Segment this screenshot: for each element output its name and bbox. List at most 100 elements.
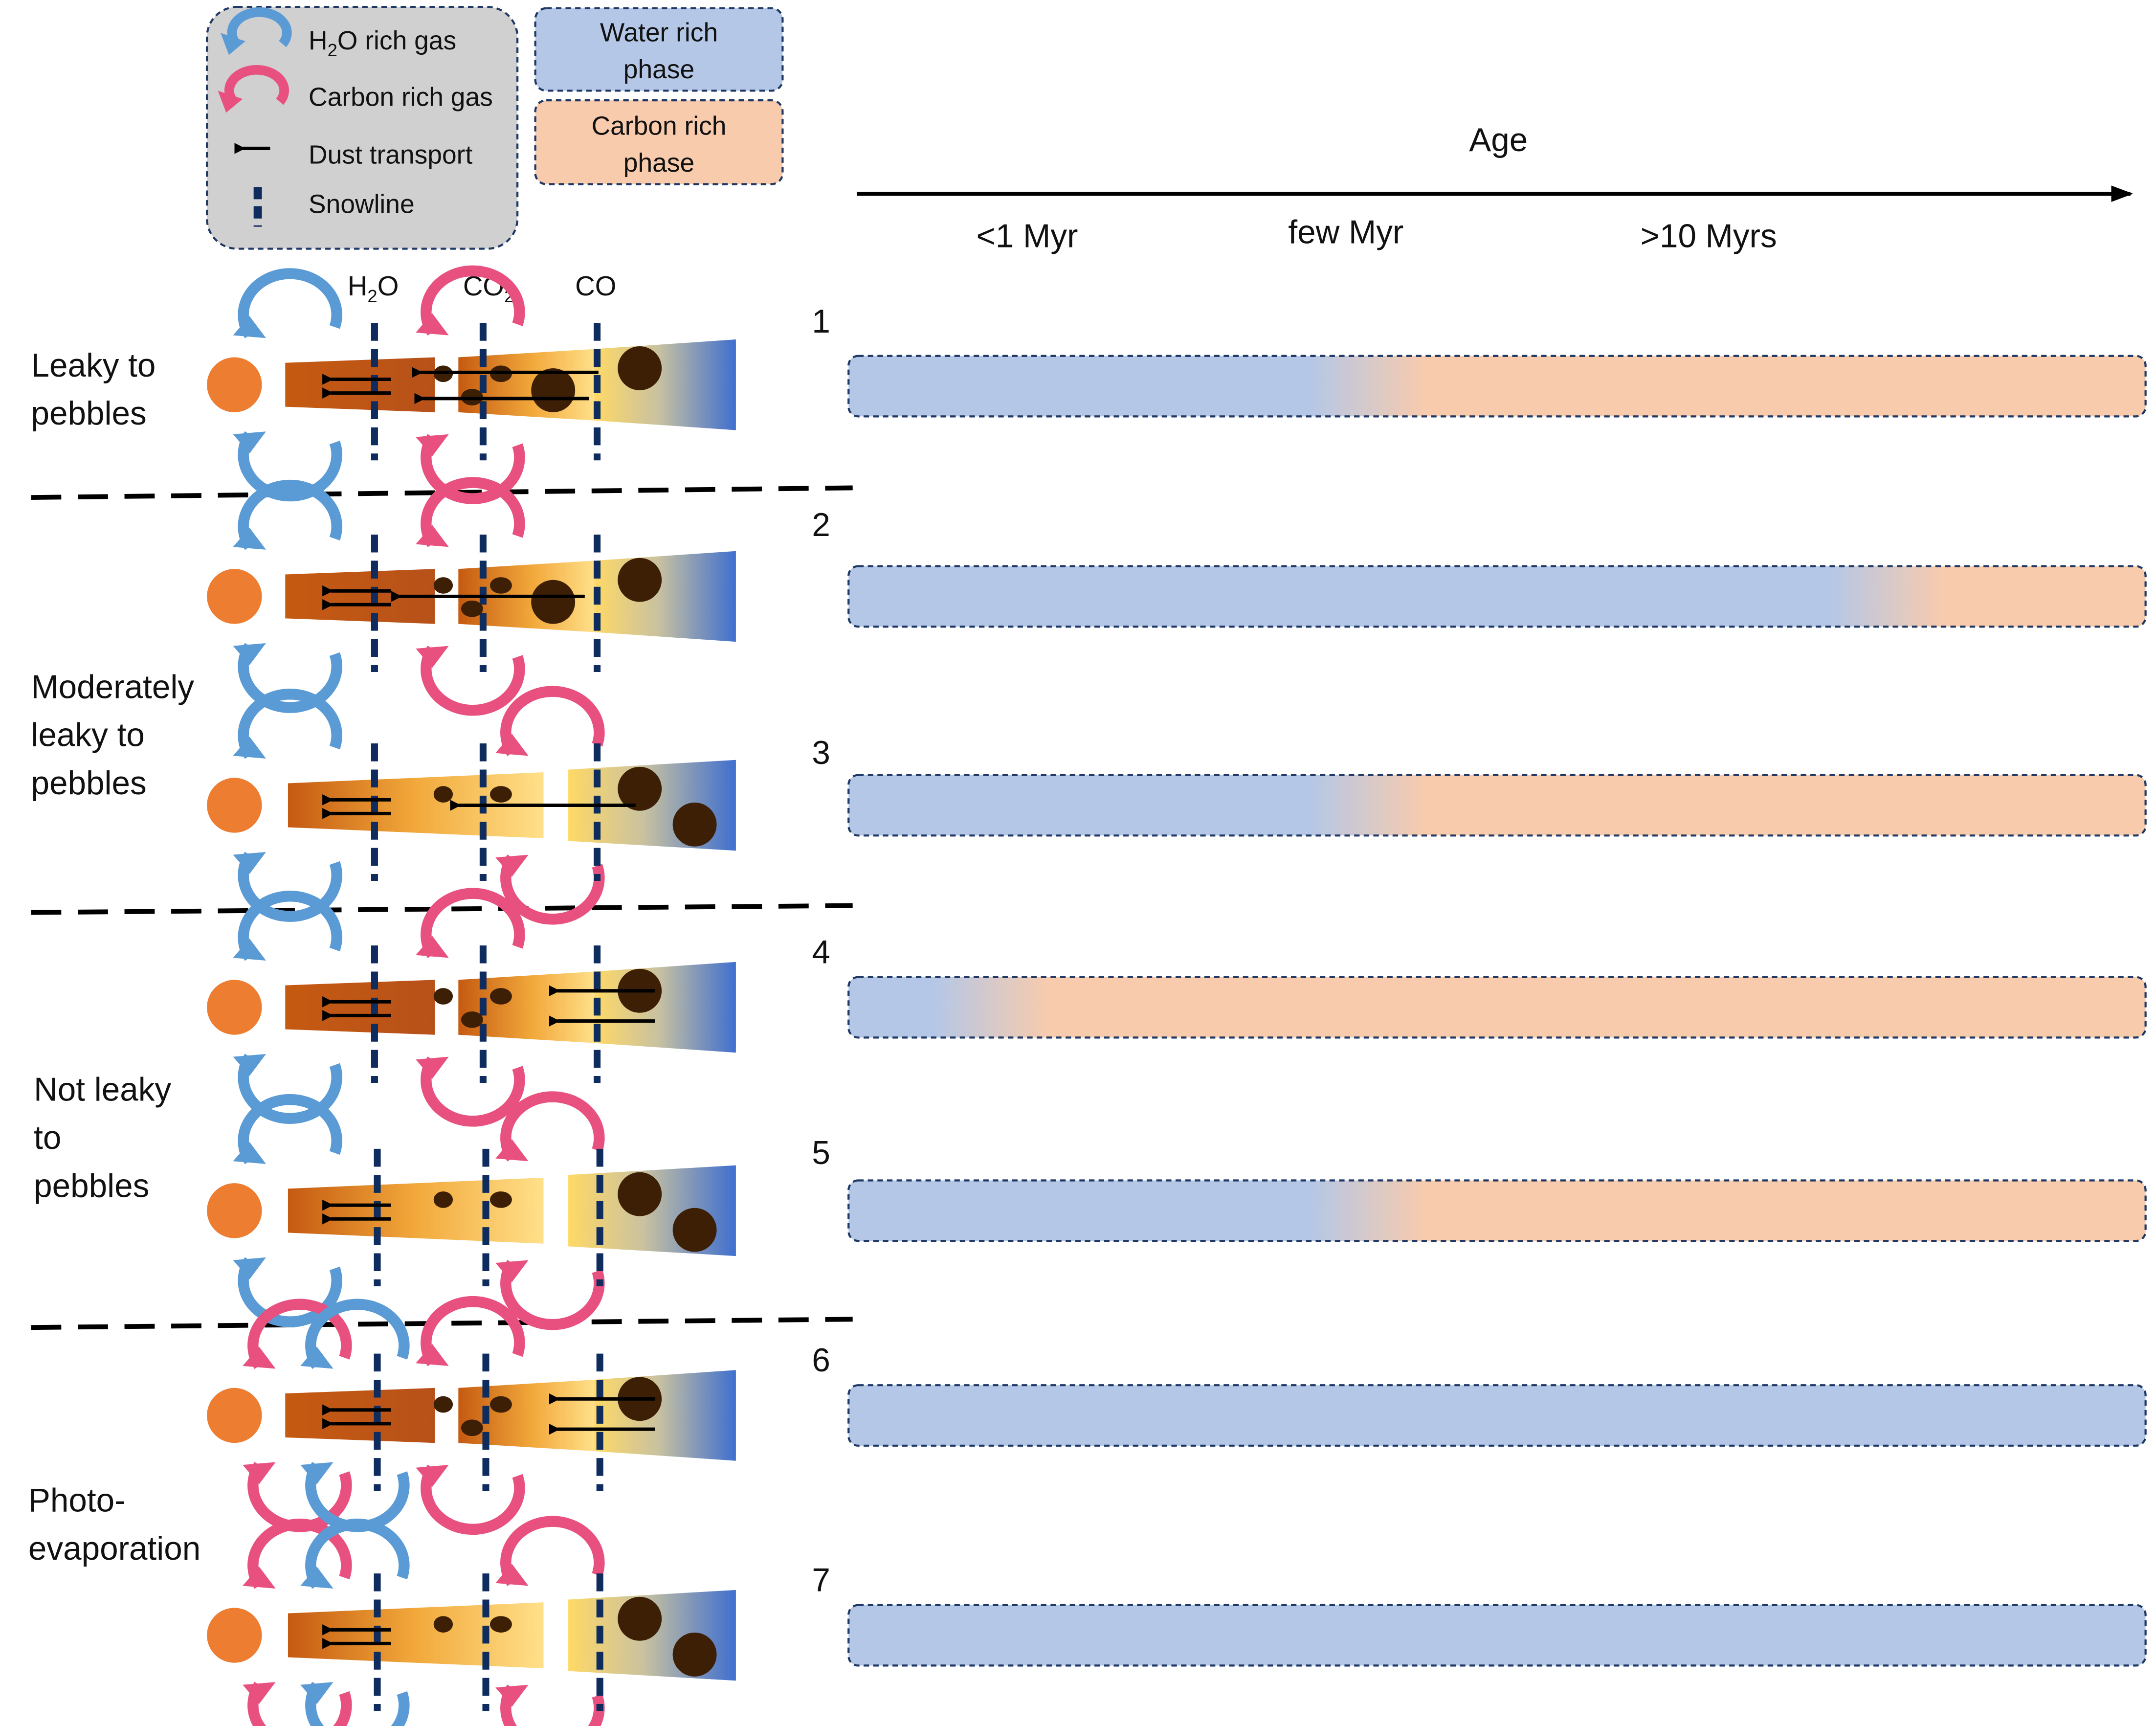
pebble — [618, 558, 662, 602]
middle-disk — [458, 1379, 595, 1452]
star-icon — [207, 1388, 262, 1443]
h2o-gas-loop-head — [233, 643, 266, 665]
age-axis: Age <1 Myr few Myr >10 Myrs — [857, 122, 2134, 255]
scenario-number: 6 — [812, 1342, 830, 1379]
phase-bar — [847, 774, 2147, 837]
disk-sketch-6 — [207, 1296, 736, 1535]
carbon-gas-loop — [421, 888, 525, 958]
carbon-gas-loop — [247, 1299, 352, 1369]
water-phase-label-line2: phase — [623, 55, 694, 84]
carbon-gas-loop-head — [243, 1567, 276, 1589]
pebble — [433, 786, 453, 803]
inner-disk — [288, 1177, 544, 1244]
carbon-gas-loop-head — [243, 1462, 276, 1484]
carbon-gas-loop-head — [416, 313, 449, 336]
group-label-moderate: pebbles — [31, 765, 146, 802]
co-snowline-header: CO — [575, 270, 616, 301]
pebble — [672, 1208, 717, 1252]
phase-bar — [847, 1604, 2147, 1667]
carbon-gas-loop — [500, 1091, 605, 1162]
h2o-gas-loop — [238, 1054, 342, 1124]
carbon-gas-loop — [500, 1684, 605, 1726]
inner-disk — [285, 980, 435, 1035]
legend-box — [206, 5, 519, 250]
carbon-gas-loop — [500, 854, 605, 925]
outer-disk — [594, 339, 736, 430]
disk-sketch-3 — [207, 686, 736, 925]
group-label-moderate: Moderately — [31, 669, 194, 705]
h2o-gas-loop-head — [233, 527, 266, 550]
h2o-gas-loop — [238, 891, 342, 961]
star-icon — [207, 357, 262, 412]
age-tick-label: few Myr — [1288, 214, 1403, 250]
h2o-gas-loop-head — [233, 1257, 266, 1279]
group-label-photoevaporation: evaporation — [28, 1530, 200, 1567]
h2o-gas-loop — [305, 1681, 410, 1726]
carbon-gas-loop-head — [416, 525, 449, 547]
disk-sketch-5 — [207, 1091, 736, 1330]
carbon-gas-loop-head — [416, 1056, 449, 1079]
phase-bars — [847, 355, 2147, 1667]
scenario-number: 4 — [812, 934, 830, 971]
pebble — [618, 1172, 662, 1216]
h2o-gas-loop-head — [300, 1346, 333, 1369]
water-phase-label-line1: Water rich — [600, 18, 718, 47]
outer-disk — [594, 551, 736, 642]
carbon-phase-label-line1: Carbon rich — [592, 112, 727, 140]
water-phase-swatch — [534, 7, 784, 92]
scenario-number: 3 — [812, 735, 830, 771]
carbon-gas-arrowhead-icon — [218, 90, 243, 113]
pebble — [461, 1419, 483, 1436]
h2o-gas-loop — [238, 643, 342, 713]
group-label-photoevaporation: Photo- — [28, 1482, 126, 1519]
carbon-gas-arrow-icon — [224, 65, 289, 105]
carbon-gas-loop-head — [416, 434, 449, 456]
carbon-gas-loop — [247, 1519, 352, 1589]
h2o-gas-loop — [305, 1462, 410, 1532]
group-label-moderate: leaky to — [31, 717, 144, 754]
h2o-gas-loop-head — [300, 1682, 333, 1704]
h2o-gas-loop-head — [300, 1567, 333, 1589]
carbon-gas-loop — [421, 434, 525, 504]
h2o-gas-loop-head — [233, 1142, 266, 1164]
h2o-gas-loop-head — [233, 1054, 266, 1076]
carbon-gas-loop — [247, 1681, 352, 1726]
carbon-gas-loop — [500, 1260, 605, 1330]
carbon-gas-loop-head — [243, 1682, 276, 1704]
h2o-gas-loop — [238, 1257, 342, 1327]
group-labels: Leaky to pebbles Moderately leaky to peb… — [28, 347, 200, 1567]
star-icon — [207, 569, 262, 624]
pebble — [672, 802, 717, 847]
scenario-numbers: 1 2 3 4 5 6 7 — [812, 303, 830, 1599]
pebble — [489, 1616, 512, 1633]
carbon-gas-loop-head — [495, 1684, 529, 1707]
carbon-gas-loop-head — [416, 936, 449, 958]
outer-disk — [594, 962, 736, 1053]
h2o-gas-loop — [305, 1519, 410, 1589]
star-icon — [207, 778, 262, 833]
pebble — [618, 766, 662, 811]
carbon-gas-loop-head — [416, 646, 449, 668]
carbon-gas-loop — [421, 1464, 525, 1535]
phase-bar — [847, 976, 2147, 1039]
age-tick-label: <1 Myr — [977, 218, 1078, 255]
disk-sketch-1 — [207, 265, 736, 504]
inner-disk — [285, 1388, 435, 1443]
pebble — [433, 1191, 453, 1208]
h2o-gas-loop — [238, 689, 342, 759]
legend-dust-transport-label: Dust transport — [309, 140, 472, 169]
pebble — [461, 1011, 483, 1028]
carbon-gas-loop — [500, 686, 605, 756]
h2o-gas-arrowhead-icon — [221, 33, 245, 55]
h2o-gas-loop-head — [233, 431, 266, 454]
pebble — [433, 577, 453, 594]
group-label-leaky: pebbles — [31, 395, 146, 432]
group-label-not-leaky: to — [34, 1120, 61, 1156]
h2o-gas-loop-head — [233, 939, 266, 961]
h2o-gas-loop — [238, 479, 342, 550]
disk-sketch-4 — [207, 888, 736, 1127]
h2o-gas-loop-head — [233, 852, 266, 874]
carbon-gas-loop — [421, 1296, 525, 1367]
pebble — [433, 1616, 453, 1633]
legend-carbon-gas-label: Carbon rich gas — [309, 83, 493, 112]
